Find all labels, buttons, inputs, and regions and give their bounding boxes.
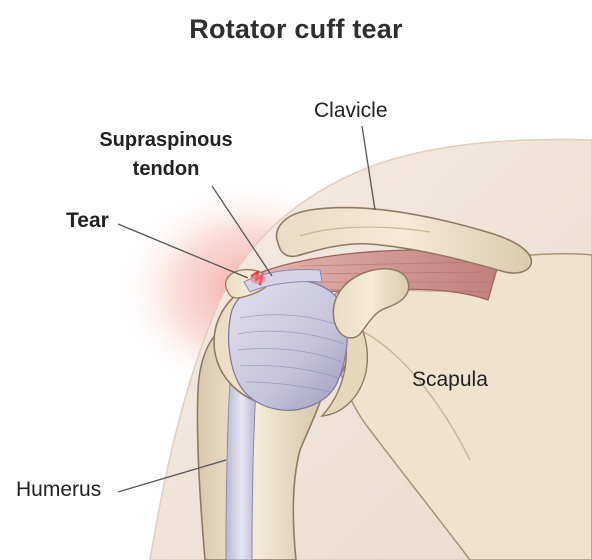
label-humerus: Humerus	[16, 478, 101, 502]
label-supraspinous-tendon: Supraspinous tendon	[70, 126, 262, 184]
label-supraspinous-line2: tendon	[70, 155, 262, 184]
label-clavicle: Clavicle	[314, 99, 388, 123]
label-supraspinous-line1: Supraspinous	[70, 126, 262, 155]
rotator-cuff-tendon	[229, 280, 348, 410]
label-scapula: Scapula	[412, 368, 488, 392]
label-tear: Tear	[66, 209, 109, 233]
